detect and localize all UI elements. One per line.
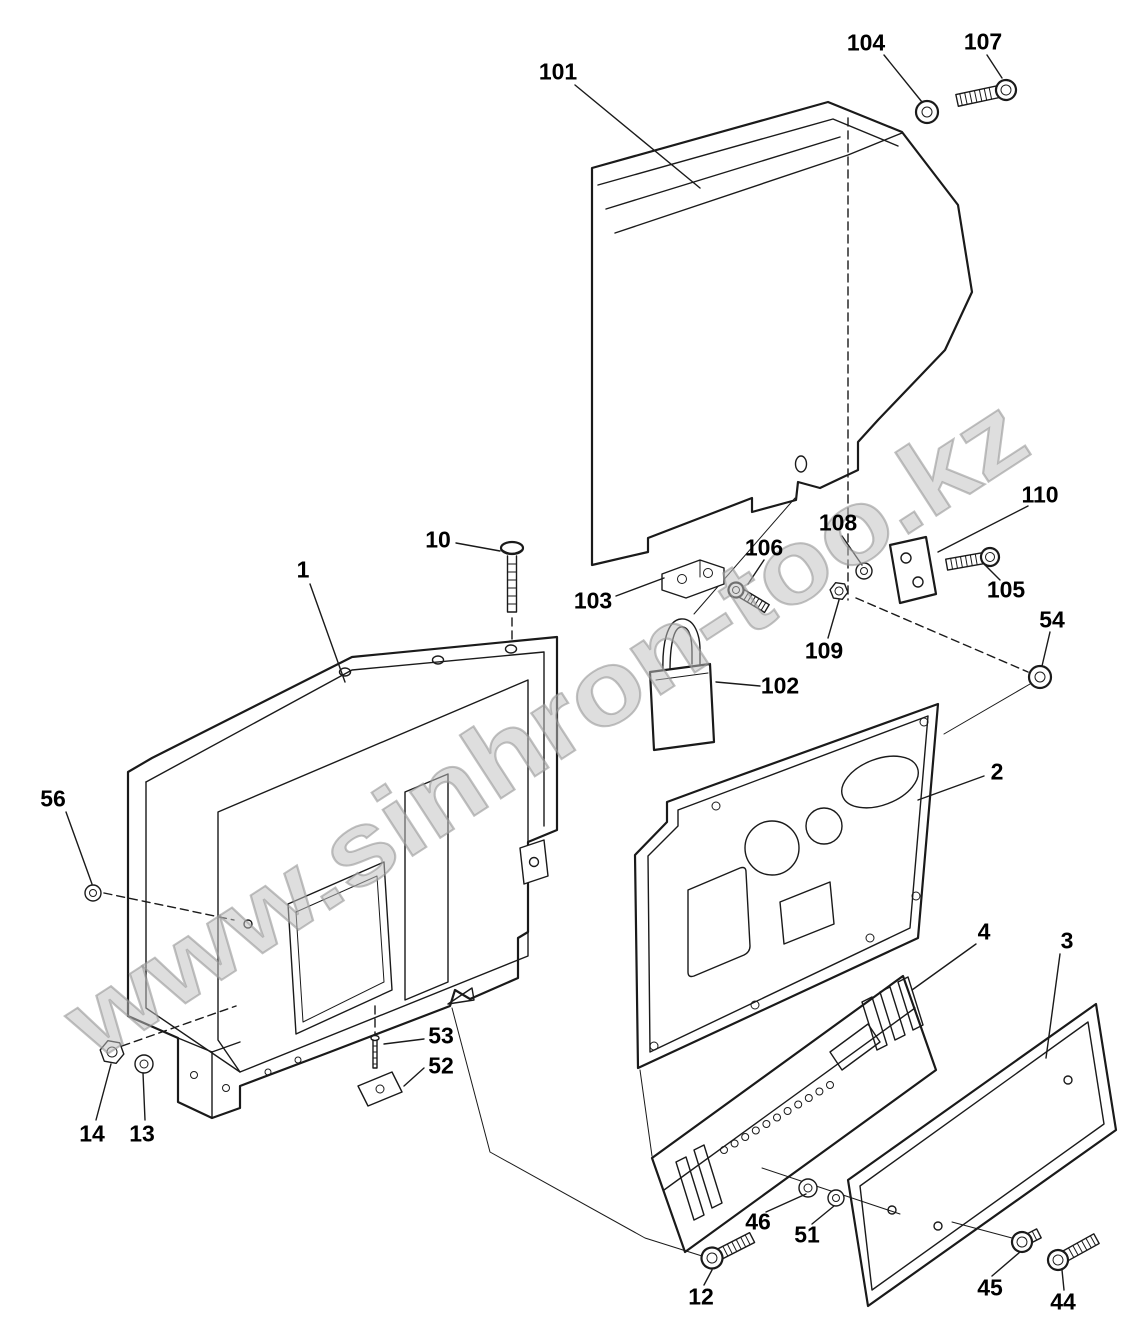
part-screw-105	[945, 546, 1001, 571]
part-screw-12	[700, 1231, 756, 1270]
part-nut-14	[99, 1040, 125, 1064]
callout-52: 52	[428, 1052, 454, 1079]
callout-12: 12	[688, 1283, 714, 1310]
callout-3: 3	[1060, 927, 1074, 954]
callout-105: 105	[986, 576, 1026, 603]
part-instrument-panel	[633, 702, 940, 1070]
callout-45: 45	[977, 1274, 1003, 1301]
projection-lines	[103, 117, 1031, 1257]
part-screw-106	[727, 581, 770, 614]
part-top-cover	[590, 100, 974, 567]
part-washer-108	[855, 562, 873, 580]
callout-4: 4	[977, 918, 991, 945]
callout-101: 101	[538, 58, 578, 85]
callout-14: 14	[79, 1120, 105, 1147]
callout-46: 46	[745, 1208, 771, 1235]
part-spacer-46	[798, 1178, 818, 1198]
callout-54: 54	[1039, 606, 1065, 633]
part-hinge-plate	[888, 535, 938, 605]
callout-2: 2	[990, 758, 1004, 785]
part-washer-51	[827, 1189, 845, 1207]
part-main-enclosure	[126, 635, 559, 1120]
callout-10: 10	[425, 526, 451, 553]
callout-1: 1	[296, 556, 310, 583]
callout-107: 107	[963, 28, 1003, 55]
callout-104: 104	[846, 29, 886, 56]
part-padlock	[648, 618, 716, 752]
part-latch-clip	[661, 559, 725, 599]
part-screw-10	[499, 540, 525, 613]
part-screw-107	[955, 78, 1018, 107]
part-bushing-54	[1027, 664, 1053, 690]
callout-53: 53	[428, 1022, 454, 1049]
callout-44: 44	[1050, 1288, 1076, 1315]
callout-51: 51	[794, 1221, 820, 1248]
callout-109: 109	[804, 637, 844, 664]
part-screw-44	[1046, 1233, 1100, 1272]
part-washer-56	[84, 884, 102, 902]
callout-110: 110	[1021, 481, 1059, 508]
callout-103: 103	[573, 587, 613, 614]
part-screw-45	[1010, 1228, 1042, 1254]
part-washer-13	[134, 1054, 154, 1074]
callout-56: 56	[40, 785, 66, 812]
leader-lines	[65, 54, 1065, 1291]
callout-102: 102	[760, 672, 800, 699]
part-pin-53	[370, 1034, 380, 1069]
part-spacer-104	[914, 99, 940, 125]
part-nut-109	[829, 581, 849, 601]
callout-13: 13	[129, 1120, 155, 1147]
hole-row	[720, 1081, 834, 1154]
part-bracket-52	[357, 1071, 403, 1107]
callout-108: 108	[818, 509, 858, 536]
part-mounting-strip	[650, 974, 938, 1254]
part-cover-plate	[846, 1002, 1118, 1308]
callout-106: 106	[744, 534, 784, 561]
